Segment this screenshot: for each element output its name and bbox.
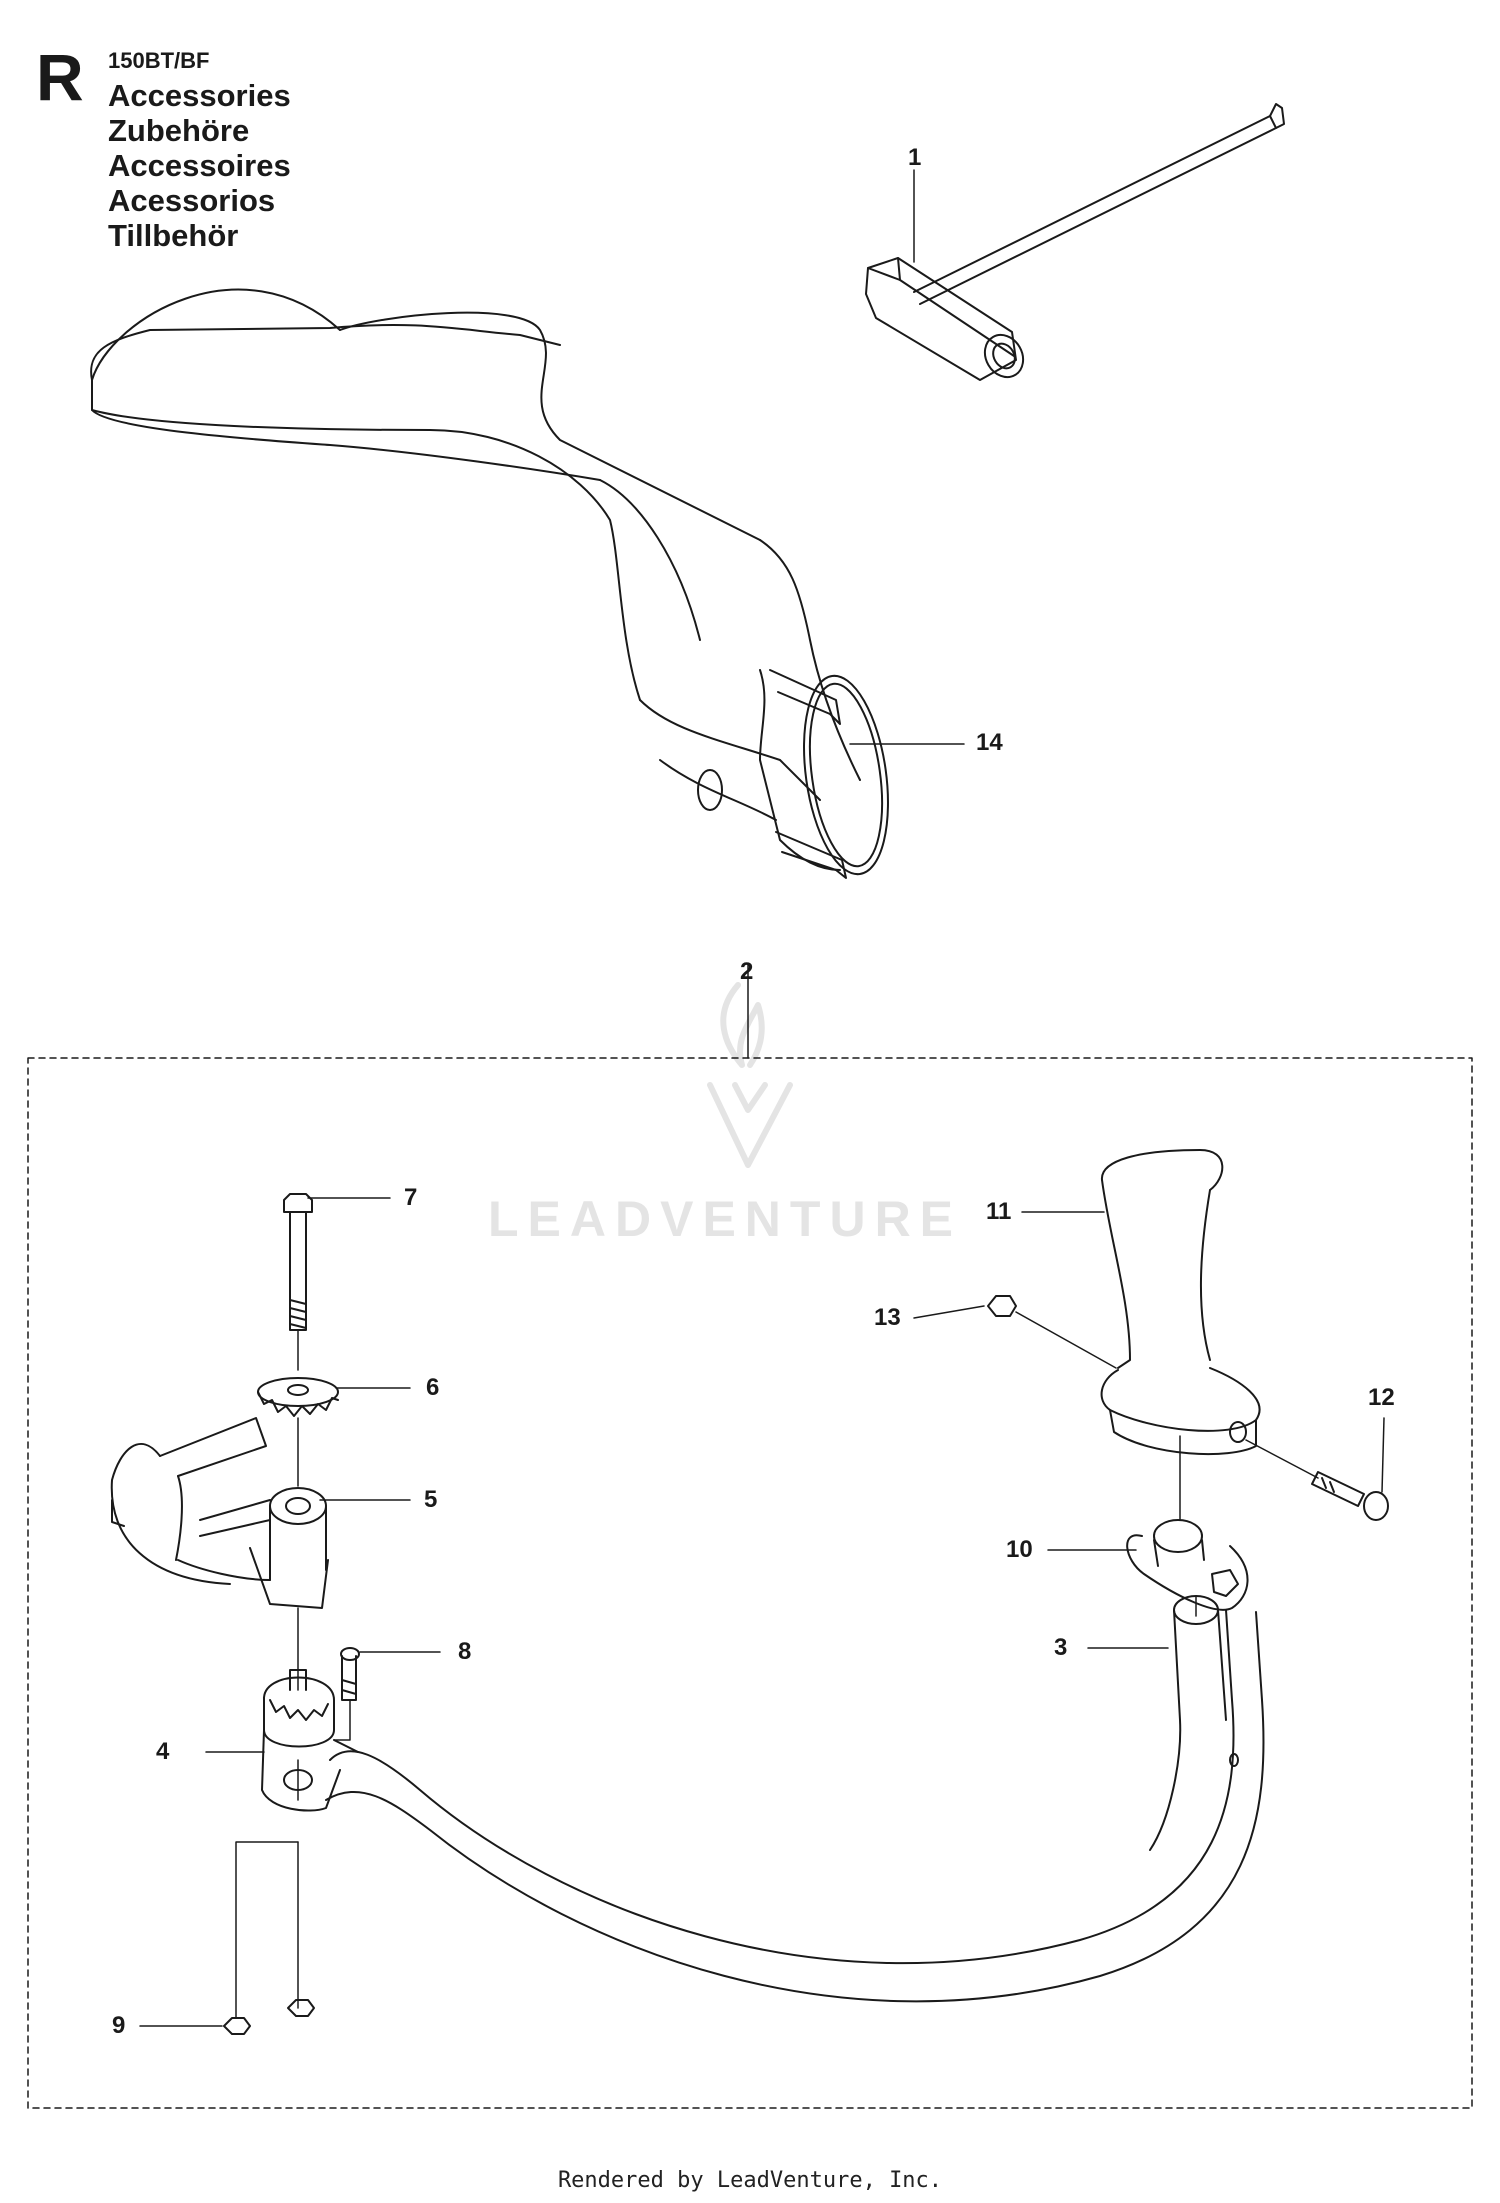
callout-10: 10 <box>1006 1536 1033 1563</box>
callout-11: 11 <box>986 1198 1012 1225</box>
leader-lines <box>139 169 1385 2027</box>
flat-nozzle-part-14 <box>90 288 889 879</box>
callout-4: 4 <box>156 1738 170 1765</box>
callout-7: 7 <box>404 1184 418 1211</box>
bracket-part-4 <box>261 1669 359 1812</box>
title-de: Zubehöre <box>108 113 250 148</box>
title-list: Accessories Zubehöre Accessoires Acessor… <box>108 78 291 253</box>
title-pt: Acessorios <box>108 183 276 218</box>
grip-handle-part-11 <box>1100 1149 1261 1456</box>
callout-2: 2 <box>740 958 754 985</box>
screw-part-12 <box>1245 1439 1389 1521</box>
screw-part-8 <box>333 1647 360 1741</box>
nut-part-13 <box>987 1295 1117 1369</box>
nut-part-9 <box>223 1841 315 2035</box>
callout-5: 5 <box>424 1486 438 1513</box>
callout-8: 8 <box>458 1638 472 1665</box>
callout-13: 13 <box>874 1304 901 1331</box>
model-number: 150BT/BF <box>108 48 210 73</box>
callout-14: 14 <box>976 729 1003 756</box>
section-letter: R <box>36 40 84 114</box>
footer-credit: Rendered by LeadVenture, Inc. <box>557 2168 943 2193</box>
callout-9: 9 <box>112 2012 126 2039</box>
title-en: Accessories <box>108 78 291 113</box>
title-fr: Accessoires <box>108 148 291 183</box>
watermark-text: LEADVENTURE <box>488 1191 963 1247</box>
title-sv: Tillbehör <box>108 218 239 253</box>
watermark-logo <box>707 982 793 1168</box>
clamp-part-5 <box>110 1417 329 1609</box>
t-wrench-part-1 <box>865 103 1285 381</box>
callout-12: 12 <box>1368 1384 1395 1411</box>
clamp-base-part-10 <box>1126 1435 1249 1617</box>
callout-6: 6 <box>426 1374 440 1401</box>
assembly-box-part-2 <box>27 1057 1473 2109</box>
callout-1: 1 <box>908 144 922 171</box>
loop-handle-part-3 <box>325 1595 1265 2003</box>
callout-3: 3 <box>1054 1634 1068 1661</box>
serrated-washer-part-6 <box>257 1377 339 1417</box>
bolt-part-7 <box>283 1193 313 1331</box>
